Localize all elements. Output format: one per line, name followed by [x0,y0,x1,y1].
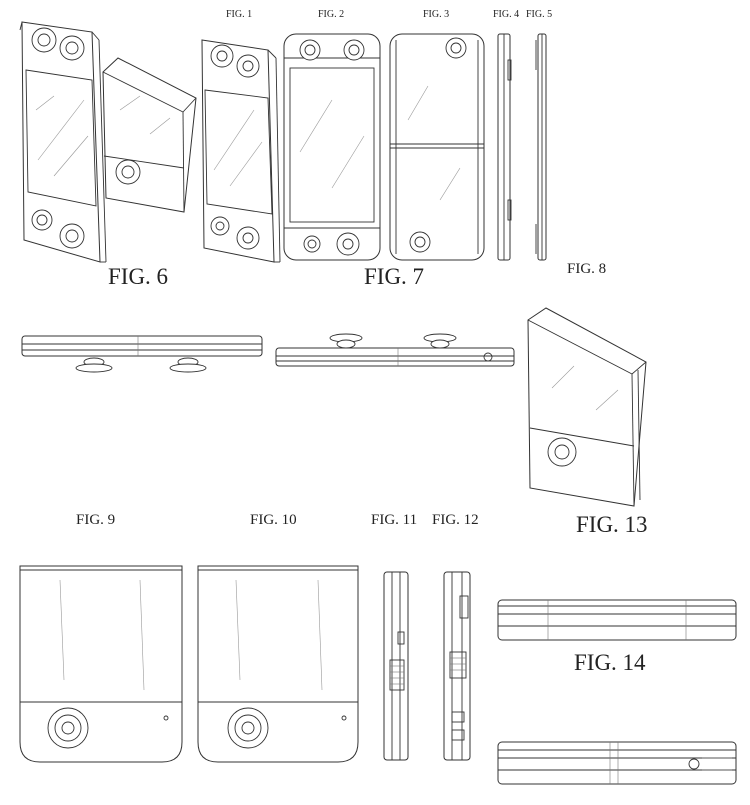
drawing-folded-front [19,565,183,763]
label-fig-6: FIG. 6 [108,264,169,289]
label-fig-9: FIG. 9 [76,512,116,528]
label-fig-5: FIG. 5 [526,9,553,20]
label-fig-7: FIG. 7 [364,264,425,289]
drawing-folded-bottom [497,741,737,785]
label-fig-10: FIG. 10 [250,512,297,528]
drawing-fig-11 [383,571,409,761]
drawing-fig-9 [21,335,263,373]
drawing-open-device-perspective [19,21,107,263]
drawing-folded-rear [197,565,359,763]
drawing-fig-4 [497,33,512,261]
label-fig-1: FIG. 1 [226,9,253,20]
label-fig-14: FIG. 14 [574,650,646,675]
drawing-fig-10 [275,333,515,367]
label-fig-13: FIG. 13 [576,512,648,537]
drawing-fig-3 [389,33,485,261]
label-fig-8: FIG. 8 [567,261,607,277]
drawing-fig-12 [443,571,471,761]
label-fig-11: FIG. 11 [371,512,418,528]
label-fig-3: FIG. 3 [423,9,450,20]
drawing-fig-1 [201,39,281,263]
label-fig-4: FIG. 4 [493,9,520,20]
label-fig-12: FIG. 12 [432,512,479,528]
drawing-folded-device-small [102,57,197,213]
label-fig-2: FIG. 2 [318,9,345,20]
drawing-fig-2 [283,33,381,261]
drawing-fig-13 [527,307,647,507]
drawing-fig-14 [497,599,737,641]
drawing-fig-5 [535,33,547,261]
